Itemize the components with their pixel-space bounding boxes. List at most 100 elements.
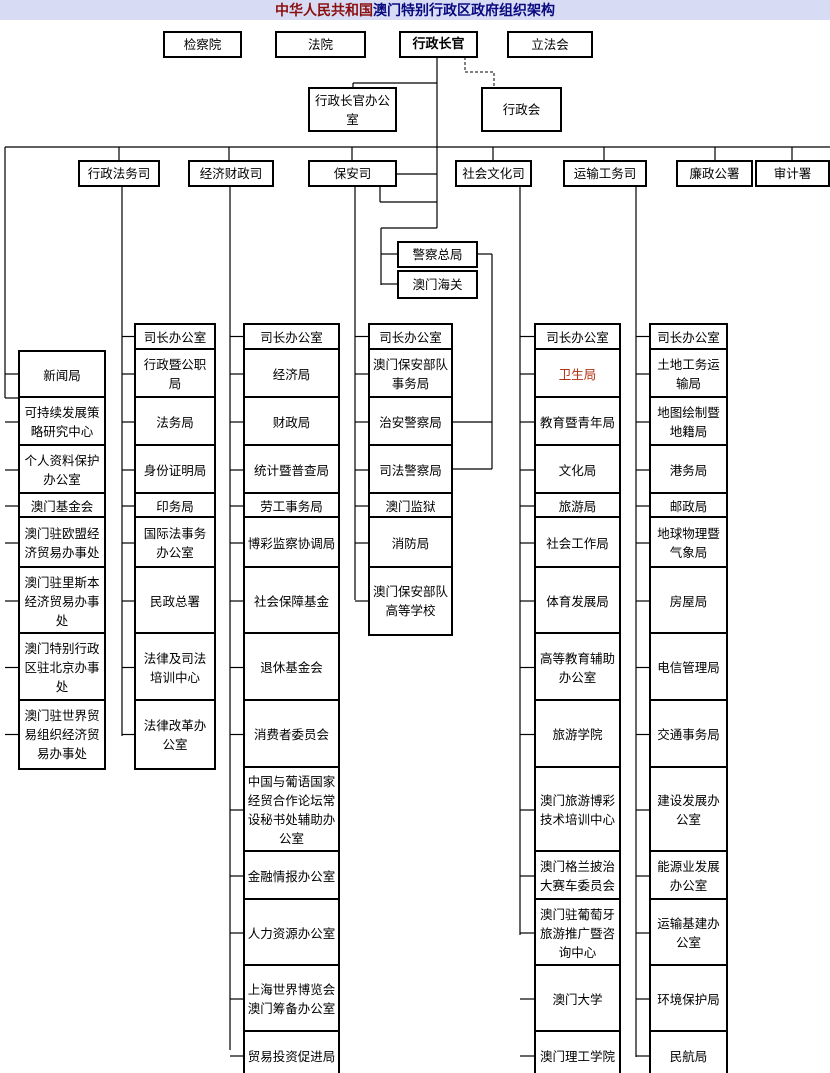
secretariat-economy-finance-label: 经济财政司 (199, 166, 263, 181)
ce-office-label: 行政长官办公室 (314, 92, 390, 127)
ce-office-box: 行政长官办公室 (308, 87, 397, 132)
security-dept-1: 澳门保安部队事务局 (368, 348, 453, 400)
ce-direct-dept-0: 新闻局 (18, 350, 106, 400)
transport-works-dept-label-6: 房屋局 (669, 593, 708, 609)
transport-works-dept-label-2: 地图绘制暨地籍局 (657, 405, 720, 439)
social-culture-dept-6: 体育发展局 (534, 566, 621, 636)
ce-direct-dept-label-0: 新闻局 (43, 367, 81, 383)
economy-finance-dept-label-5: 博彩监察协调局 (247, 535, 336, 551)
social-culture-dept-11: 澳门驻葡萄牙旅游推广暨咨询中心 (534, 898, 621, 968)
executive-council-box: 行政会 (481, 87, 562, 132)
security-dept-label-6: 澳门保安部队高等学校 (372, 584, 448, 618)
social-culture-dept-label-13: 澳门理工学院 (539, 1048, 615, 1064)
admin-justice-dept-label-0: 司长办公室 (143, 330, 207, 345)
social-culture-dept-3: 文化局 (534, 444, 621, 496)
transport-works-dept-7: 电信管理局 (649, 632, 728, 703)
customs-label: 澳门海关 (412, 277, 463, 292)
social-culture-dept-label-5: 社会工作局 (546, 535, 609, 551)
admin-justice-dept-label-6: 民政总署 (149, 593, 200, 609)
economy-finance-dept-9: 中国与葡语国家经贸合作论坛常设秘书处辅助办公室 (243, 766, 340, 854)
secretariat-security-label: 保安司 (333, 166, 372, 181)
ce-direct-dept-label-7: 澳门驻世界贸易组织经济贸易办事处 (24, 708, 100, 761)
security-dept-label-3: 司法警察局 (379, 462, 442, 478)
ce-direct-dept-label-4: 澳门驻欧盟经济贸易办事处 (24, 526, 100, 560)
secretariat-admin-justice-label: 行政法务司 (87, 166, 151, 181)
transport-works-dept-label-3: 港务局 (669, 462, 708, 478)
chief-executive-label: 行政长官 (412, 37, 465, 52)
economy-finance-dept-5: 博彩监察协调局 (243, 516, 340, 570)
procuratorate-label: 检察院 (183, 37, 222, 52)
social-culture-dept-8: 旅游学院 (534, 699, 621, 770)
secretariat-transport-works-label: 运输工务司 (573, 166, 637, 181)
economy-finance-dept-label-9: 中国与葡语国家经贸合作论坛常设秘书处辅助办公室 (247, 774, 336, 846)
security-dept-label-0: 司长办公室 (379, 330, 442, 345)
police-label: 警察总局 (412, 247, 463, 262)
admin-justice-dept-8: 法律改革办公室 (134, 699, 216, 770)
transport-works-dept-1: 土地工务运输局 (649, 348, 728, 400)
secretariat-social-culture: 社会文化司 (455, 160, 532, 187)
ce-direct-dept-1: 可持续发展策略研究中心 (18, 396, 106, 448)
ccac-box: 廉政公署 (676, 160, 753, 187)
title-part1: 中华人民共和国 (275, 3, 373, 19)
transport-works-dept-3: 港务局 (649, 444, 728, 496)
admin-justice-dept-label-3: 身份证明局 (143, 462, 207, 478)
legislative-assembly-box: 立法会 (507, 31, 593, 58)
social-culture-dept-13: 澳门理工学院 (534, 1030, 621, 1073)
economy-finance-dept-label-4: 劳工事务局 (260, 498, 323, 514)
ce-direct-dept-label-3: 澳门基金会 (30, 498, 94, 514)
security-dept-label-2: 治安警察局 (379, 414, 442, 430)
social-culture-dept-label-6: 体育发展局 (546, 593, 609, 609)
economy-finance-dept-2: 财政局 (243, 396, 340, 448)
economy-finance-dept-label-10: 金融情报办公室 (247, 868, 336, 884)
transport-works-dept-label-12: 环境保护局 (657, 991, 720, 1007)
customs-box: 澳门海关 (397, 270, 478, 299)
economy-finance-dept-label-3: 统计暨普查局 (253, 462, 329, 478)
economy-finance-dept-label-2: 财政局 (272, 414, 311, 430)
ce-direct-dept-label-2: 个人资料保护办公室 (24, 453, 100, 487)
admin-justice-dept-5: 国际法事务办公室 (134, 516, 216, 570)
economy-finance-dept-label-13: 贸易投资促进局 (247, 1048, 336, 1064)
transport-works-dept-label-8: 交通事务局 (657, 727, 720, 742)
ccac-label: 廉政公署 (689, 166, 740, 181)
secretariat-transport-works: 运输工务司 (563, 160, 647, 187)
security-dept-label-1: 澳门保安部队事务局 (372, 357, 448, 391)
economy-finance-dept-label-0: 司长办公室 (260, 330, 323, 345)
social-culture-dept-label-3: 文化局 (558, 462, 597, 478)
ce-direct-dept-label-5: 澳门驻里斯本经济贸易办事处 (24, 574, 100, 628)
police-box: 警察总局 (397, 241, 478, 268)
social-culture-dept-10: 澳门格兰披治大赛车委员会 (534, 850, 621, 902)
economy-finance-dept-label-8: 消费者委员会 (253, 727, 329, 742)
ce-direct-dept-7: 澳门驻世界贸易组织经济贸易办事处 (18, 699, 106, 770)
economy-finance-dept-label-7: 退休基金会 (260, 660, 323, 675)
social-culture-dept-2: 教育暨青年局 (534, 396, 621, 448)
transport-works-dept-6: 房屋局 (649, 566, 728, 636)
transport-works-dept-label-13: 民航局 (669, 1048, 708, 1064)
security-dept-label-4: 澳门监狱 (385, 498, 436, 514)
social-culture-dept-label-11: 澳门驻葡萄牙旅游推广暨咨询中心 (539, 906, 615, 960)
executive-council-label: 行政会 (502, 102, 541, 117)
economy-finance-dept-label-6: 社会保障基金 (253, 593, 329, 609)
ce-direct-dept-6: 澳门特别行政区驻北京办事处 (18, 632, 106, 703)
transport-works-dept-9: 建设发展办公室 (649, 766, 728, 854)
security-dept-0: 司长办公室 (368, 323, 453, 352)
ce-direct-dept-2: 个人资料保护办公室 (18, 444, 106, 496)
economy-finance-dept-7: 退休基金会 (243, 632, 340, 703)
admin-justice-dept-label-1: 行政暨公职局 (143, 357, 207, 391)
courts-label: 法院 (307, 37, 333, 52)
security-dept-label-5: 消防局 (391, 535, 430, 551)
economy-finance-dept-11: 人力资源办公室 (243, 898, 340, 968)
security-dept-4: 澳门监狱 (368, 492, 453, 520)
social-culture-dept-5: 社会工作局 (534, 516, 621, 570)
ce-direct-dept-label-6: 澳门特别行政区驻北京办事处 (24, 641, 100, 694)
transport-works-dept-label-4: 邮政局 (669, 498, 708, 514)
economy-finance-dept-label-1: 经济局 (272, 366, 311, 382)
social-culture-dept-1: 卫生局 (534, 348, 621, 400)
security-dept-2: 治安警察局 (368, 396, 453, 448)
secretariat-economy-finance: 经济财政司 (188, 160, 274, 187)
transport-works-dept-label-11: 运输基建办公室 (657, 916, 720, 950)
transport-works-dept-label-5: 地球物理暨气象局 (657, 526, 720, 560)
transport-works-dept-12: 环境保护局 (649, 964, 728, 1034)
economy-finance-dept-3: 统计暨普查局 (243, 444, 340, 496)
